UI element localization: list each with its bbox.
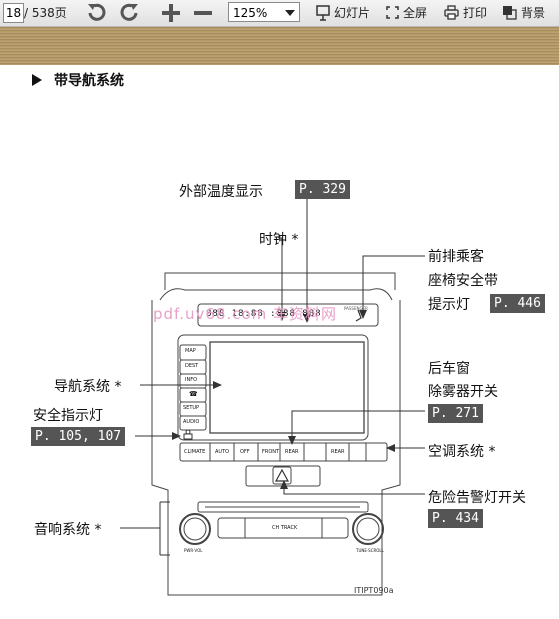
auto-button[interactable]: AUTO — [215, 449, 230, 455]
seatbelt-ref[interactable]: P. 105, 107 — [31, 427, 126, 446]
seatbelt-label: 安全指示灯 — [33, 408, 103, 424]
figure-code: ITIPT090a — [354, 586, 394, 595]
background-icon — [503, 6, 517, 20]
triangle-bullet-icon — [32, 74, 42, 86]
off-button[interactable]: OFF — [240, 449, 250, 455]
slideshow-button[interactable]: 幻灯片 — [334, 6, 371, 20]
dest-button[interactable]: DEST — [185, 363, 199, 369]
hazard-triangle-icon — [274, 468, 290, 482]
ac-system-label: 空调系统 * — [428, 444, 496, 460]
fullscreen-button[interactable]: 全屏 — [403, 6, 428, 20]
section-heading: 带导航系统 — [32, 70, 124, 90]
watermark: pdf.uv68.com 车资料网 — [153, 305, 338, 323]
print-icon — [444, 5, 459, 20]
rear-climate-button[interactable]: REAR — [331, 449, 345, 455]
passenger-seat-icon — [355, 309, 362, 322]
zoom-in-icon[interactable] — [158, 1, 184, 25]
outside-temp-label: 外部温度显示 — [179, 184, 263, 200]
seatbelt-icon — [183, 429, 193, 440]
outside-temp-ref[interactable]: P. 329 — [295, 180, 350, 199]
audio-button[interactable]: AUDIO — [183, 419, 200, 425]
page-header-band — [0, 27, 559, 65]
passenger-mini-label: PASSENGER — [344, 306, 368, 311]
print-button[interactable]: 打印 — [463, 6, 488, 20]
viewer-toolbar: 18 / 538页 125% 幻灯片 全屏 打印 背景 — [0, 0, 559, 27]
map-button[interactable]: MAP — [185, 348, 196, 354]
phone-button[interactable]: ☎ — [189, 390, 198, 398]
display-readout: 888 18:88 :888 888 — [206, 309, 322, 319]
defogger-ref[interactable]: P. 271 — [428, 404, 483, 423]
track-button[interactable]: CH TRACK — [272, 525, 298, 531]
background-button[interactable]: 背景 — [521, 6, 546, 20]
section-heading-text: 带导航系统 — [54, 73, 124, 89]
setup-button[interactable]: SETUP — [183, 405, 200, 411]
hazard-ref[interactable]: P. 434 — [428, 509, 483, 528]
passenger-label-3: 提示灯 — [428, 297, 470, 313]
current-page-input[interactable]: 18 — [3, 3, 24, 23]
front-defog-button[interactable]: FRONT — [262, 449, 280, 455]
rear-defog-button[interactable]: REAR — [285, 449, 299, 455]
info-button[interactable]: INFO — [185, 377, 198, 383]
audio-system-label: 音响系统 * — [34, 522, 102, 538]
tune-scroll-label: TUNE·SCROLL — [356, 548, 384, 553]
nav-system-label: 导航系统 * — [54, 379, 122, 395]
undo-icon[interactable] — [84, 1, 110, 25]
redo-icon[interactable] — [116, 1, 142, 25]
slideshow-icon — [316, 5, 330, 21]
clock-label: 时钟 * — [259, 232, 299, 248]
pwr-vol-label: PWR·VOL — [184, 548, 203, 553]
climate-button[interactable]: CLIMATE — [184, 449, 206, 455]
passenger-label-2: 座椅安全带 — [428, 273, 498, 289]
hazard-label: 危险告警灯开关 — [428, 490, 526, 506]
zoom-out-icon[interactable] — [190, 1, 216, 25]
page-total: / 538页 — [24, 6, 67, 20]
zoom-select[interactable]: 125% — [228, 2, 300, 22]
defogger-label-2: 除雾器开关 — [428, 384, 498, 400]
zoom-value: 125% — [233, 6, 268, 20]
fullscreen-icon — [386, 6, 399, 19]
defogger-label-1: 后车窗 — [428, 361, 470, 377]
passenger-ref[interactable]: P. 446 — [490, 294, 545, 313]
chevron-down-icon — [285, 10, 295, 16]
passenger-label-1: 前排乘客 — [428, 249, 484, 265]
